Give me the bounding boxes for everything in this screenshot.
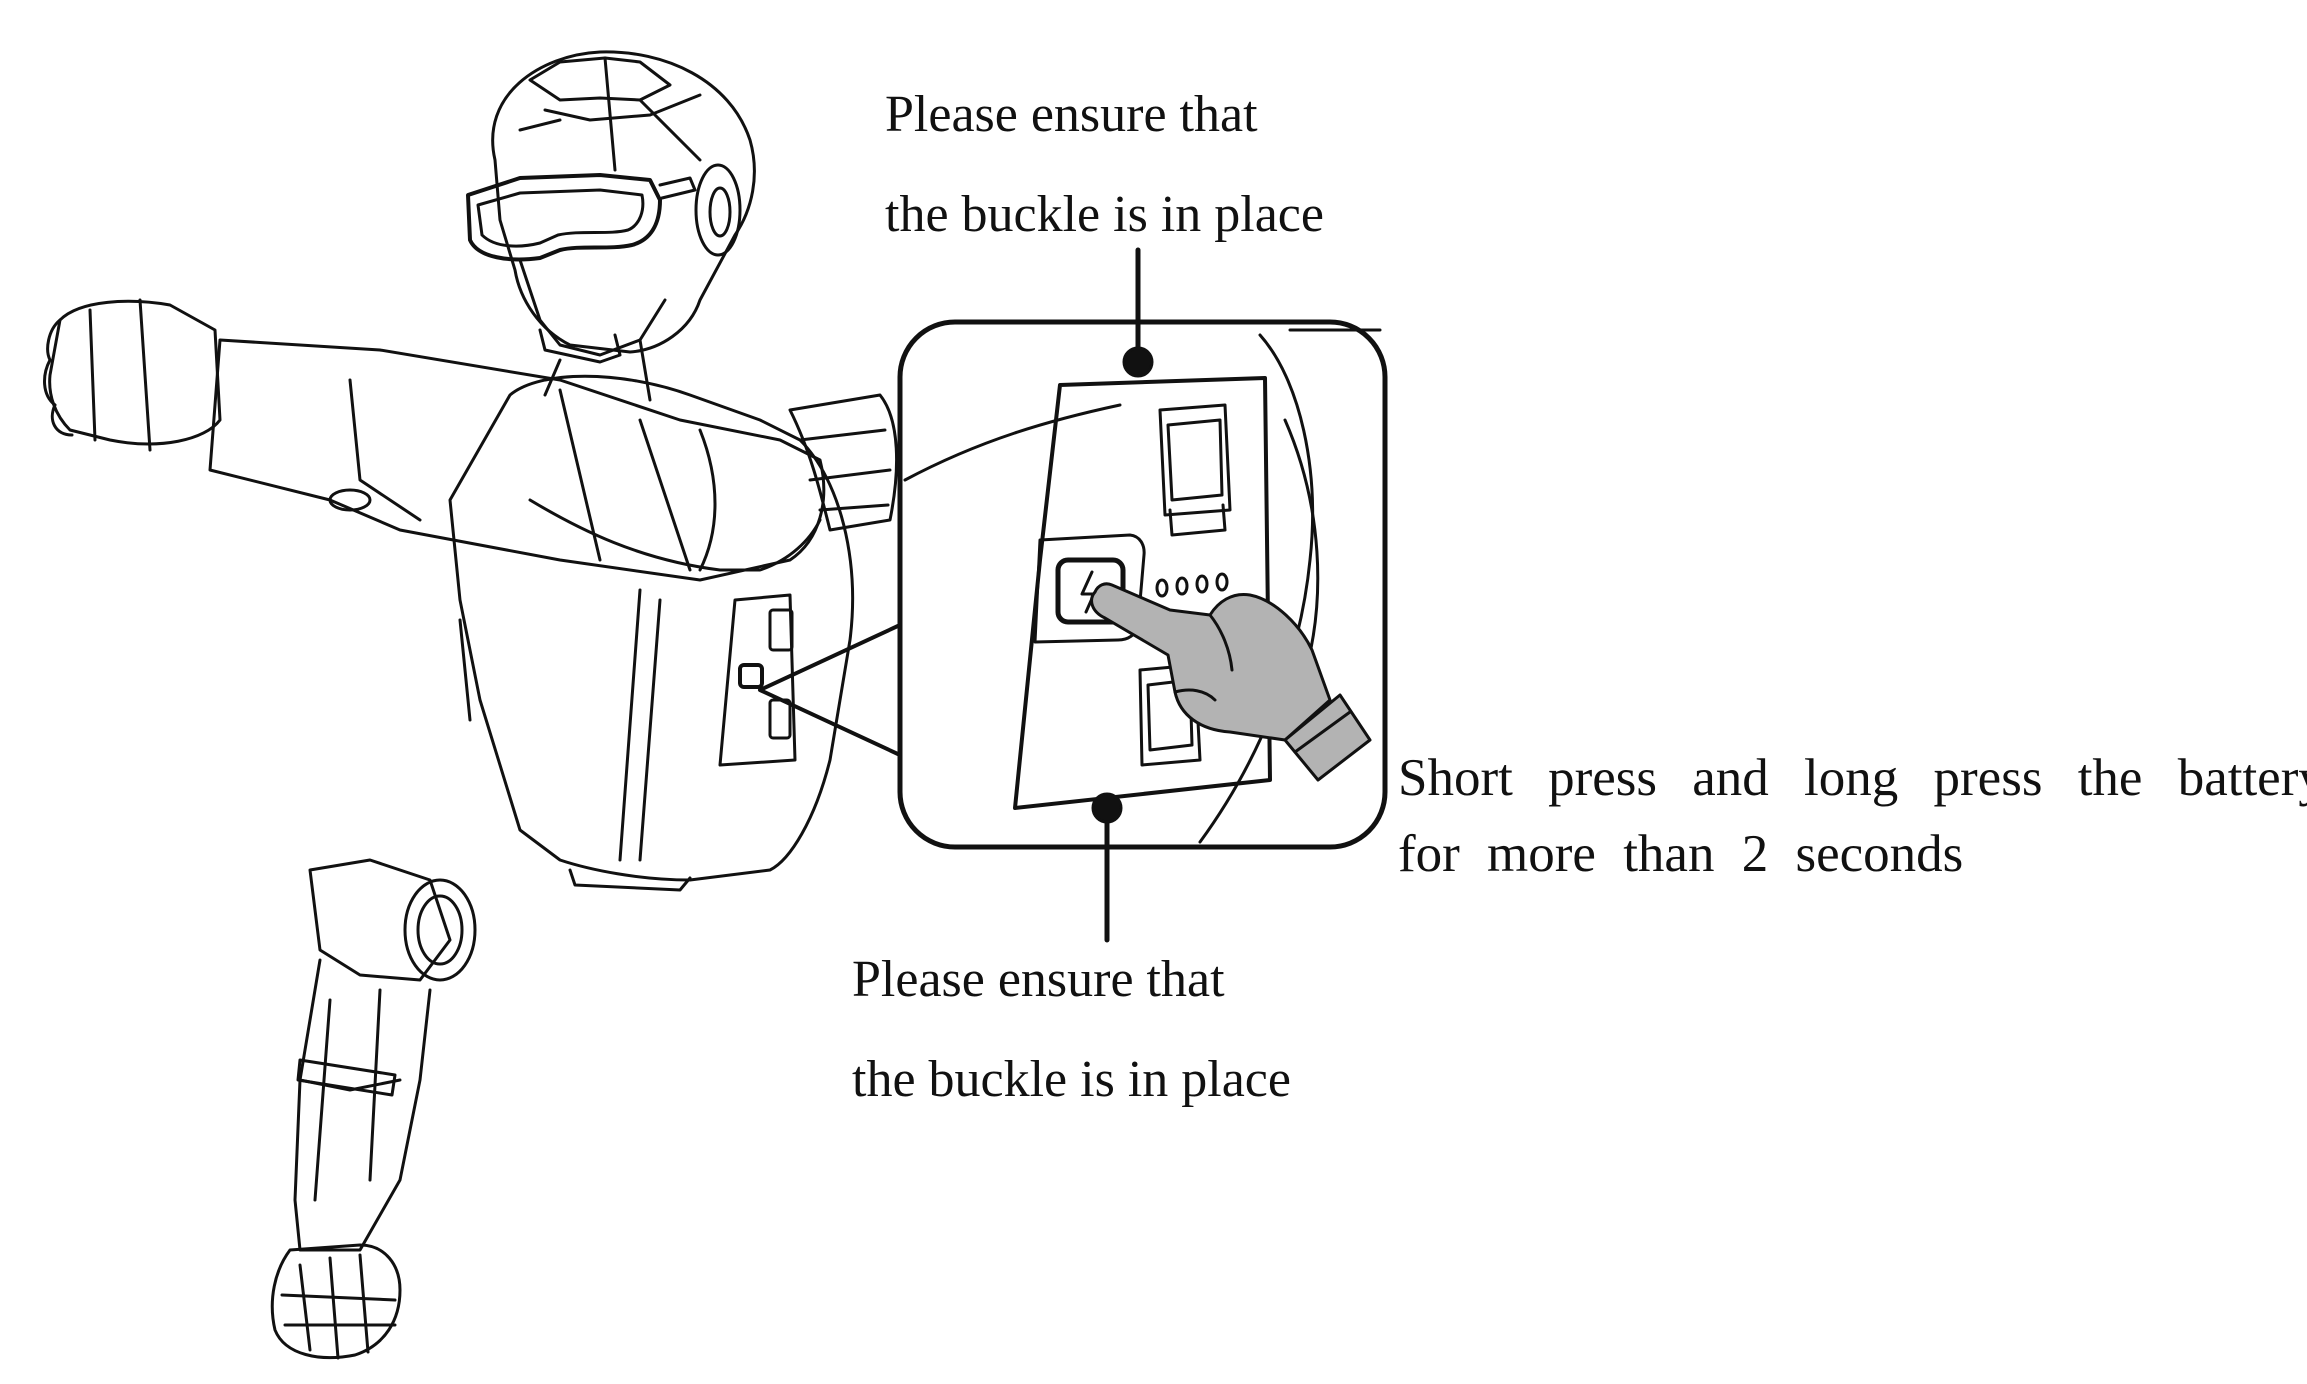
callout-top-line1: Please ensure that bbox=[885, 86, 1258, 143]
robot-raised-arm bbox=[43, 298, 899, 582]
callout-right-line2: for more than 2 seconds bbox=[1398, 825, 1964, 883]
callout-bottom-line1: Please ensure that bbox=[852, 951, 1225, 1008]
callout-top-line2: the buckle is in place bbox=[885, 186, 1324, 243]
robot-lowered-arm bbox=[270, 858, 477, 1360]
magnify-connector-lines bbox=[758, 623, 902, 757]
battery-level-indicator bbox=[1155, 572, 1229, 598]
callout-top-text: Please ensure that the buckle is in plac… bbox=[885, 65, 1324, 265]
robot-torso bbox=[448, 374, 854, 892]
callout-bottom-line2: the buckle is in place bbox=[852, 1051, 1291, 1108]
robot-head bbox=[466, 50, 756, 364]
battery-panel-magnified bbox=[897, 247, 1388, 943]
top-leader-dot bbox=[1122, 346, 1154, 378]
callout-bottom-text: Please ensure that the buckle is in plac… bbox=[852, 930, 1291, 1130]
pointing-hand-icon bbox=[1090, 582, 1372, 782]
callout-right-text: Short press and long press the battery f… bbox=[1398, 740, 2307, 892]
robot-illustration bbox=[43, 50, 902, 1360]
bottom-leader-dot bbox=[1091, 792, 1123, 824]
callout-right-line1: Short press and long press the battery bbox=[1398, 749, 2307, 807]
robot-battery-port bbox=[718, 593, 797, 767]
